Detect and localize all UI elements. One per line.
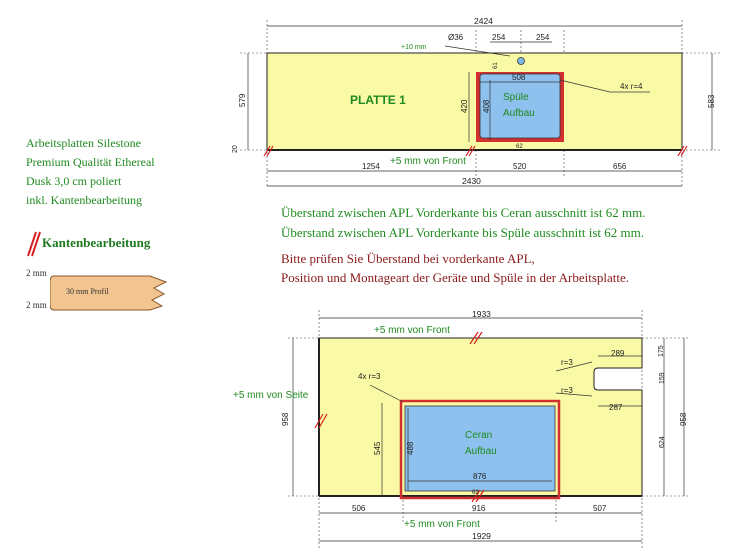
dim-r3-upper: r=3 [561,358,573,367]
dim-289: 289 [611,349,625,358]
dim-radius: 4x r=4 [620,82,643,91]
tap-hole-icon [517,57,525,65]
dim-408: 408 [482,99,491,113]
dim-507: 507 [593,504,607,513]
legend-line: Arbeitsplatten Silestone [26,136,141,150]
plate1-slab [266,52,683,151]
sink-label-1: Spüle [503,92,529,103]
dim-2424: 2424 [474,16,493,26]
dim-876: 876 [473,472,487,481]
plate2-drawing: 1933 +5 mm von Front +5 mm von Seite 958… [233,309,690,548]
p2-side-note: +5 mm von Seite [233,390,309,401]
dim-508: 508 [512,73,526,82]
legend-line: inkl. Kantenbearbeitung [26,193,142,207]
dim-2430: 2430 [462,176,481,186]
profile-shape [50,275,168,311]
dim-62-p1: 62 [516,144,523,150]
dim-1933: 1933 [472,309,491,319]
note-ceran: Überstand zwischen APL Vorderkante bis C… [281,205,646,220]
edge-bottom-label: 2 mm [26,300,47,310]
ceran-outline [399,399,561,500]
p2-front-bottom: +5 mm von Front [404,519,480,530]
dim-20: 20 [232,145,239,153]
plate1-sink [479,73,561,139]
plate1-drawing: 2424 Ø36 254 254 +10 mm 508 4x r=4 PLATT… [232,16,720,187]
p1-front-note: +5 mm von Front [390,156,466,167]
dim-287: 287 [609,403,623,412]
edge-top-label: 2 mm [26,268,47,278]
dim-545: 545 [373,441,382,455]
legend-line: Dusk 3,0 cm poliert [26,174,122,188]
ceran-cutout [404,405,556,492]
dim-656: 656 [613,162,627,171]
sink-label-2: Aufbau [503,108,535,119]
dim-175: 175 [658,345,665,357]
dim-420: 420 [460,99,469,113]
profile-label: 30 mm Profil [66,287,109,296]
dim-1254: 1254 [362,162,380,171]
dim-520: 520 [513,162,527,171]
dim-159: 159 [659,372,666,384]
dim-61: 61 [493,62,499,69]
note-spuele: Überstand zwischen APL Vorderkante bis S… [281,225,644,240]
dim-62-p2: 62 [472,490,479,496]
p2-front-top: +5 mm von Front [374,325,450,336]
note-check-2: Position und Montageart der Geräte und S… [281,270,630,285]
note-check-1: Bitte prüfen Sie Überstand bei vorderkan… [281,251,535,266]
dim-506: 506 [352,504,366,513]
dim-958-right: 958 [679,412,688,426]
kantenbearbeitung-title: Kantenbearbeitung [42,235,151,250]
dim-r3-lower: r=3 [561,386,573,395]
dim-radius-p2: 4x r=3 [358,372,381,381]
ceran-label-1: Ceran [465,430,492,441]
edge-marker-icon [27,231,41,257]
dim-579: 579 [238,93,247,107]
legend-line: Premium Qualität Ethereal [26,155,155,169]
dim-plus10: +10 mm [401,44,427,51]
dim-254b: 254 [536,33,550,42]
dim-hole: Ø36 [448,33,464,42]
legend: Arbeitsplatten Silestone Premium Qualitä… [26,134,155,210]
plate1-title: PLATTE 1 [350,93,406,107]
dim-1929: 1929 [472,531,491,541]
ceran-label-2: Aufbau [465,446,497,457]
dim-583: 583 [707,94,716,108]
dim-488: 488 [406,441,415,455]
dim-958-left: 958 [281,412,290,426]
dim-916: 916 [472,504,486,513]
dim-254a: 254 [492,33,506,42]
dim-624: 624 [659,436,666,448]
